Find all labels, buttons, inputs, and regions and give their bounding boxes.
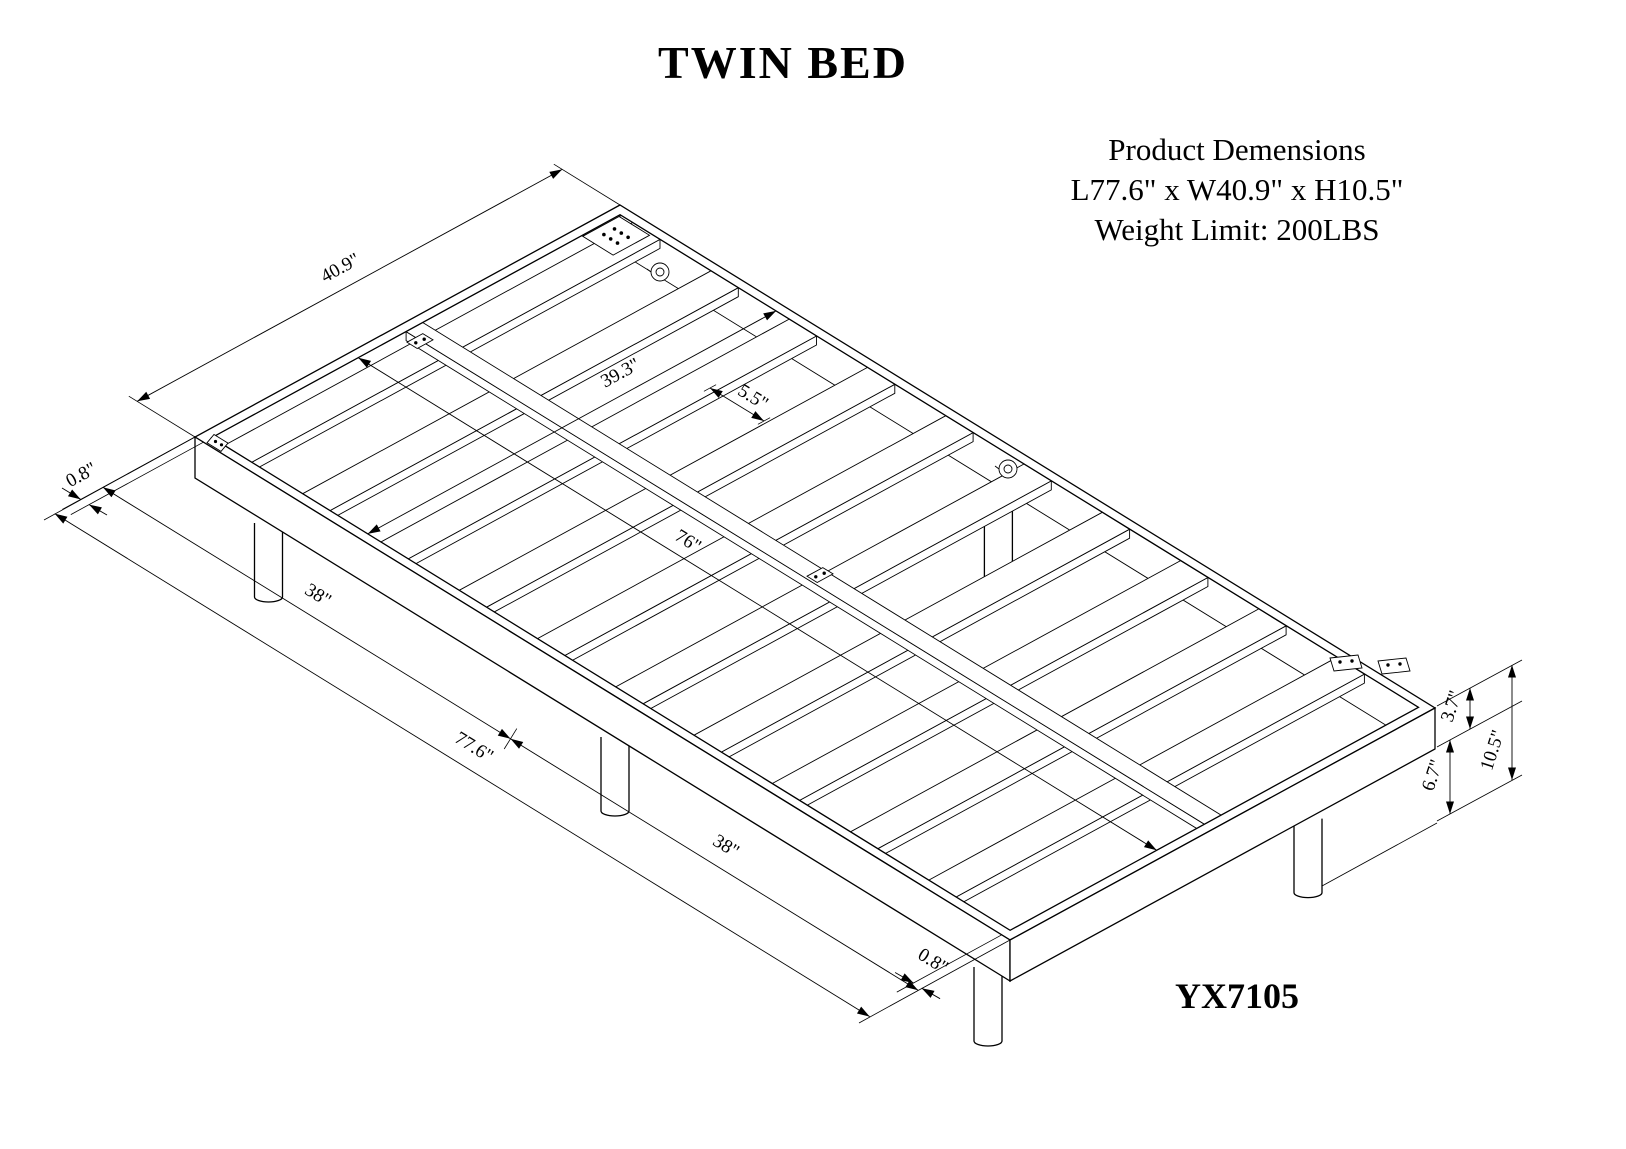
dim-leg-span-front-label: 38" [301, 579, 335, 611]
product-info-block: Product Demensions L77.6" x W40.9" x H10… [1071, 132, 1404, 247]
bed-frame-drawing [193, 204, 1437, 1047]
corner-bracket-foot-right-icon [1329, 654, 1411, 675]
leg-head-left [253, 522, 284, 603]
dim-rail-thickness-foot-label: 0.8" [914, 944, 952, 978]
product-info-line3: Weight Limit: 200LBS [1094, 212, 1379, 247]
dim-rail-thickness-left: 0.8" [61, 436, 204, 516]
dim-leg-span-back-label: 38" [709, 830, 743, 862]
headboard-bracket-icon [581, 215, 651, 256]
page-title: TWIN BED [658, 37, 908, 88]
leg-foot-right [1293, 817, 1323, 899]
product-info-line2: L77.6" x W40.9" x H10.5" [1071, 172, 1404, 207]
dim-rail-thickness-left-label: 0.8" [63, 458, 101, 492]
dim-frame-height-label: 3.7" [1437, 688, 1467, 724]
dim-leg-spans: 38" 38" [43, 436, 1011, 1024]
dim-total-height-label: 10.5" [1476, 728, 1509, 773]
dim-length-outer-label: 77.6" [451, 728, 497, 767]
leg-foot-left [973, 966, 1003, 1047]
frame-foot-face [1009, 706, 1436, 983]
product-info-line1: Product Demensions [1108, 132, 1365, 167]
corner-bracket-head-left-icon [206, 433, 229, 452]
dim-leg-height-label: 6.7" [1418, 757, 1448, 793]
leg-mid-left [600, 736, 630, 817]
model-number: YX7105 [1175, 976, 1299, 1016]
